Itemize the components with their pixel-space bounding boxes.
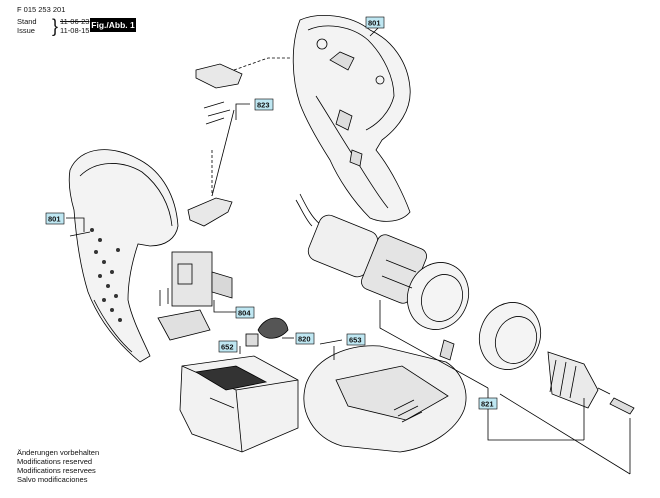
callout-820: 820 [295, 332, 315, 345]
charger-drawing [303, 339, 467, 453]
stand-date: 11-06-23 [60, 17, 90, 26]
brace-glyph: } [52, 16, 59, 36]
svg-text:652: 652 [221, 343, 234, 352]
stand-label: Stand [17, 17, 37, 26]
switch-parts-drawing [187, 57, 292, 227]
callout-801-top: 801 [365, 16, 385, 29]
modification-notice: Änderungen vorbehalten Modifications res… [17, 448, 99, 484]
motor-gearbox-drawing [295, 193, 469, 330]
housing-left-drawing [68, 149, 179, 363]
notice-es: Salvo modificaciones [17, 475, 88, 484]
notice-de: Änderungen vorbehalten [17, 448, 100, 457]
led-drawing [245, 317, 289, 347]
notice-fr: Modifications reservees [17, 466, 96, 475]
battery-drawing [179, 355, 299, 453]
svg-text:801: 801 [368, 19, 381, 28]
svg-text:823: 823 [257, 101, 270, 110]
callout-804: 804 [235, 306, 255, 319]
housing-right-drawing [292, 15, 411, 222]
callout-801-left: 801 [45, 212, 65, 225]
issue-label: Issue [17, 26, 35, 35]
svg-text:801: 801 [48, 215, 61, 224]
svg-text:821: 821 [481, 400, 494, 409]
switch-drawing [157, 251, 233, 341]
notice-en: Modifications reserved [17, 457, 93, 466]
chuck-drawing [439, 302, 635, 415]
callout-821: 821 [478, 397, 498, 410]
callout-823: 823 [254, 98, 274, 111]
callout-652: 652 [218, 340, 238, 353]
svg-text:804: 804 [238, 309, 251, 318]
figure-label: Fig./Abb. 1 [90, 18, 136, 32]
part-number: F 015 253 201 [17, 5, 66, 14]
callout-653: 653 [346, 333, 366, 346]
svg-text:820: 820 [298, 335, 311, 344]
issue-date: 11-08-15 [60, 26, 90, 35]
svg-text:653: 653 [349, 336, 362, 345]
